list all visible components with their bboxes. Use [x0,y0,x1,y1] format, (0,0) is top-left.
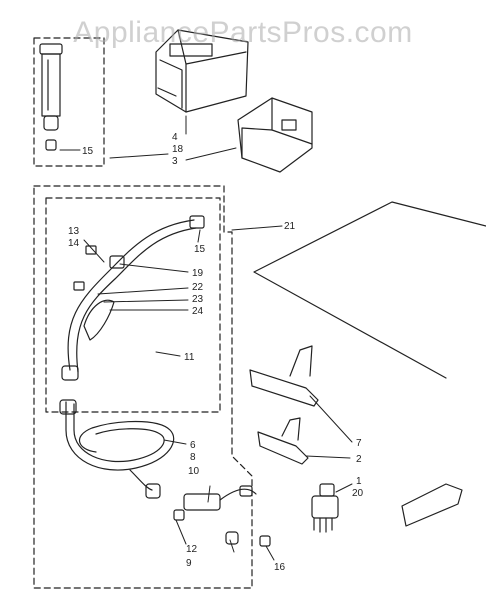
kit-box-inner [45,197,221,413]
leader-lines [59,115,353,561]
kit-box-small [33,37,105,167]
callout-4: 4 [172,132,178,143]
callout-13: 13 [68,226,80,237]
callout-12: 12 [186,544,198,555]
callout-21: 21 [284,221,296,232]
floor-nozzle-part [249,345,319,407]
callout-9: 9 [186,558,192,569]
kit-box-large [33,185,253,589]
callout-16: 16 [274,562,286,573]
callout-19: 19 [192,268,204,279]
hose-assembly [61,215,205,381]
callout-24: 24 [192,306,204,317]
callout-15-top: 15 [82,146,94,157]
callout-6: 6 [190,440,196,451]
callout-15-hose: 15 [194,244,206,255]
container-part [155,29,249,113]
callout-22: 22 [192,282,204,293]
callout-18: 18 [172,144,184,155]
callout-2: 2 [356,454,362,465]
crevice-tool-part [401,483,463,527]
callout-23: 23 [192,294,204,305]
bracket-part [237,97,313,173]
dusting-brush-part [311,483,339,533]
callout-10: 10 [188,466,200,477]
wand-tube-part [39,43,63,151]
callout-3: 3 [172,156,178,167]
accessory-panel-outline [253,201,486,379]
callout-20: 20 [352,488,364,499]
callout-11: 11 [184,352,195,363]
hose-loop [59,399,271,547]
callout-14: 14 [68,238,80,249]
callout-labels: 15 18 3 4 21 13 14 15 19 22 23 24 11 6 8… [68,132,364,573]
callout-8: 8 [190,452,196,463]
callout-1: 1 [356,476,362,487]
upholstery-nozzle-part [257,417,309,465]
callout-7: 7 [356,438,362,449]
